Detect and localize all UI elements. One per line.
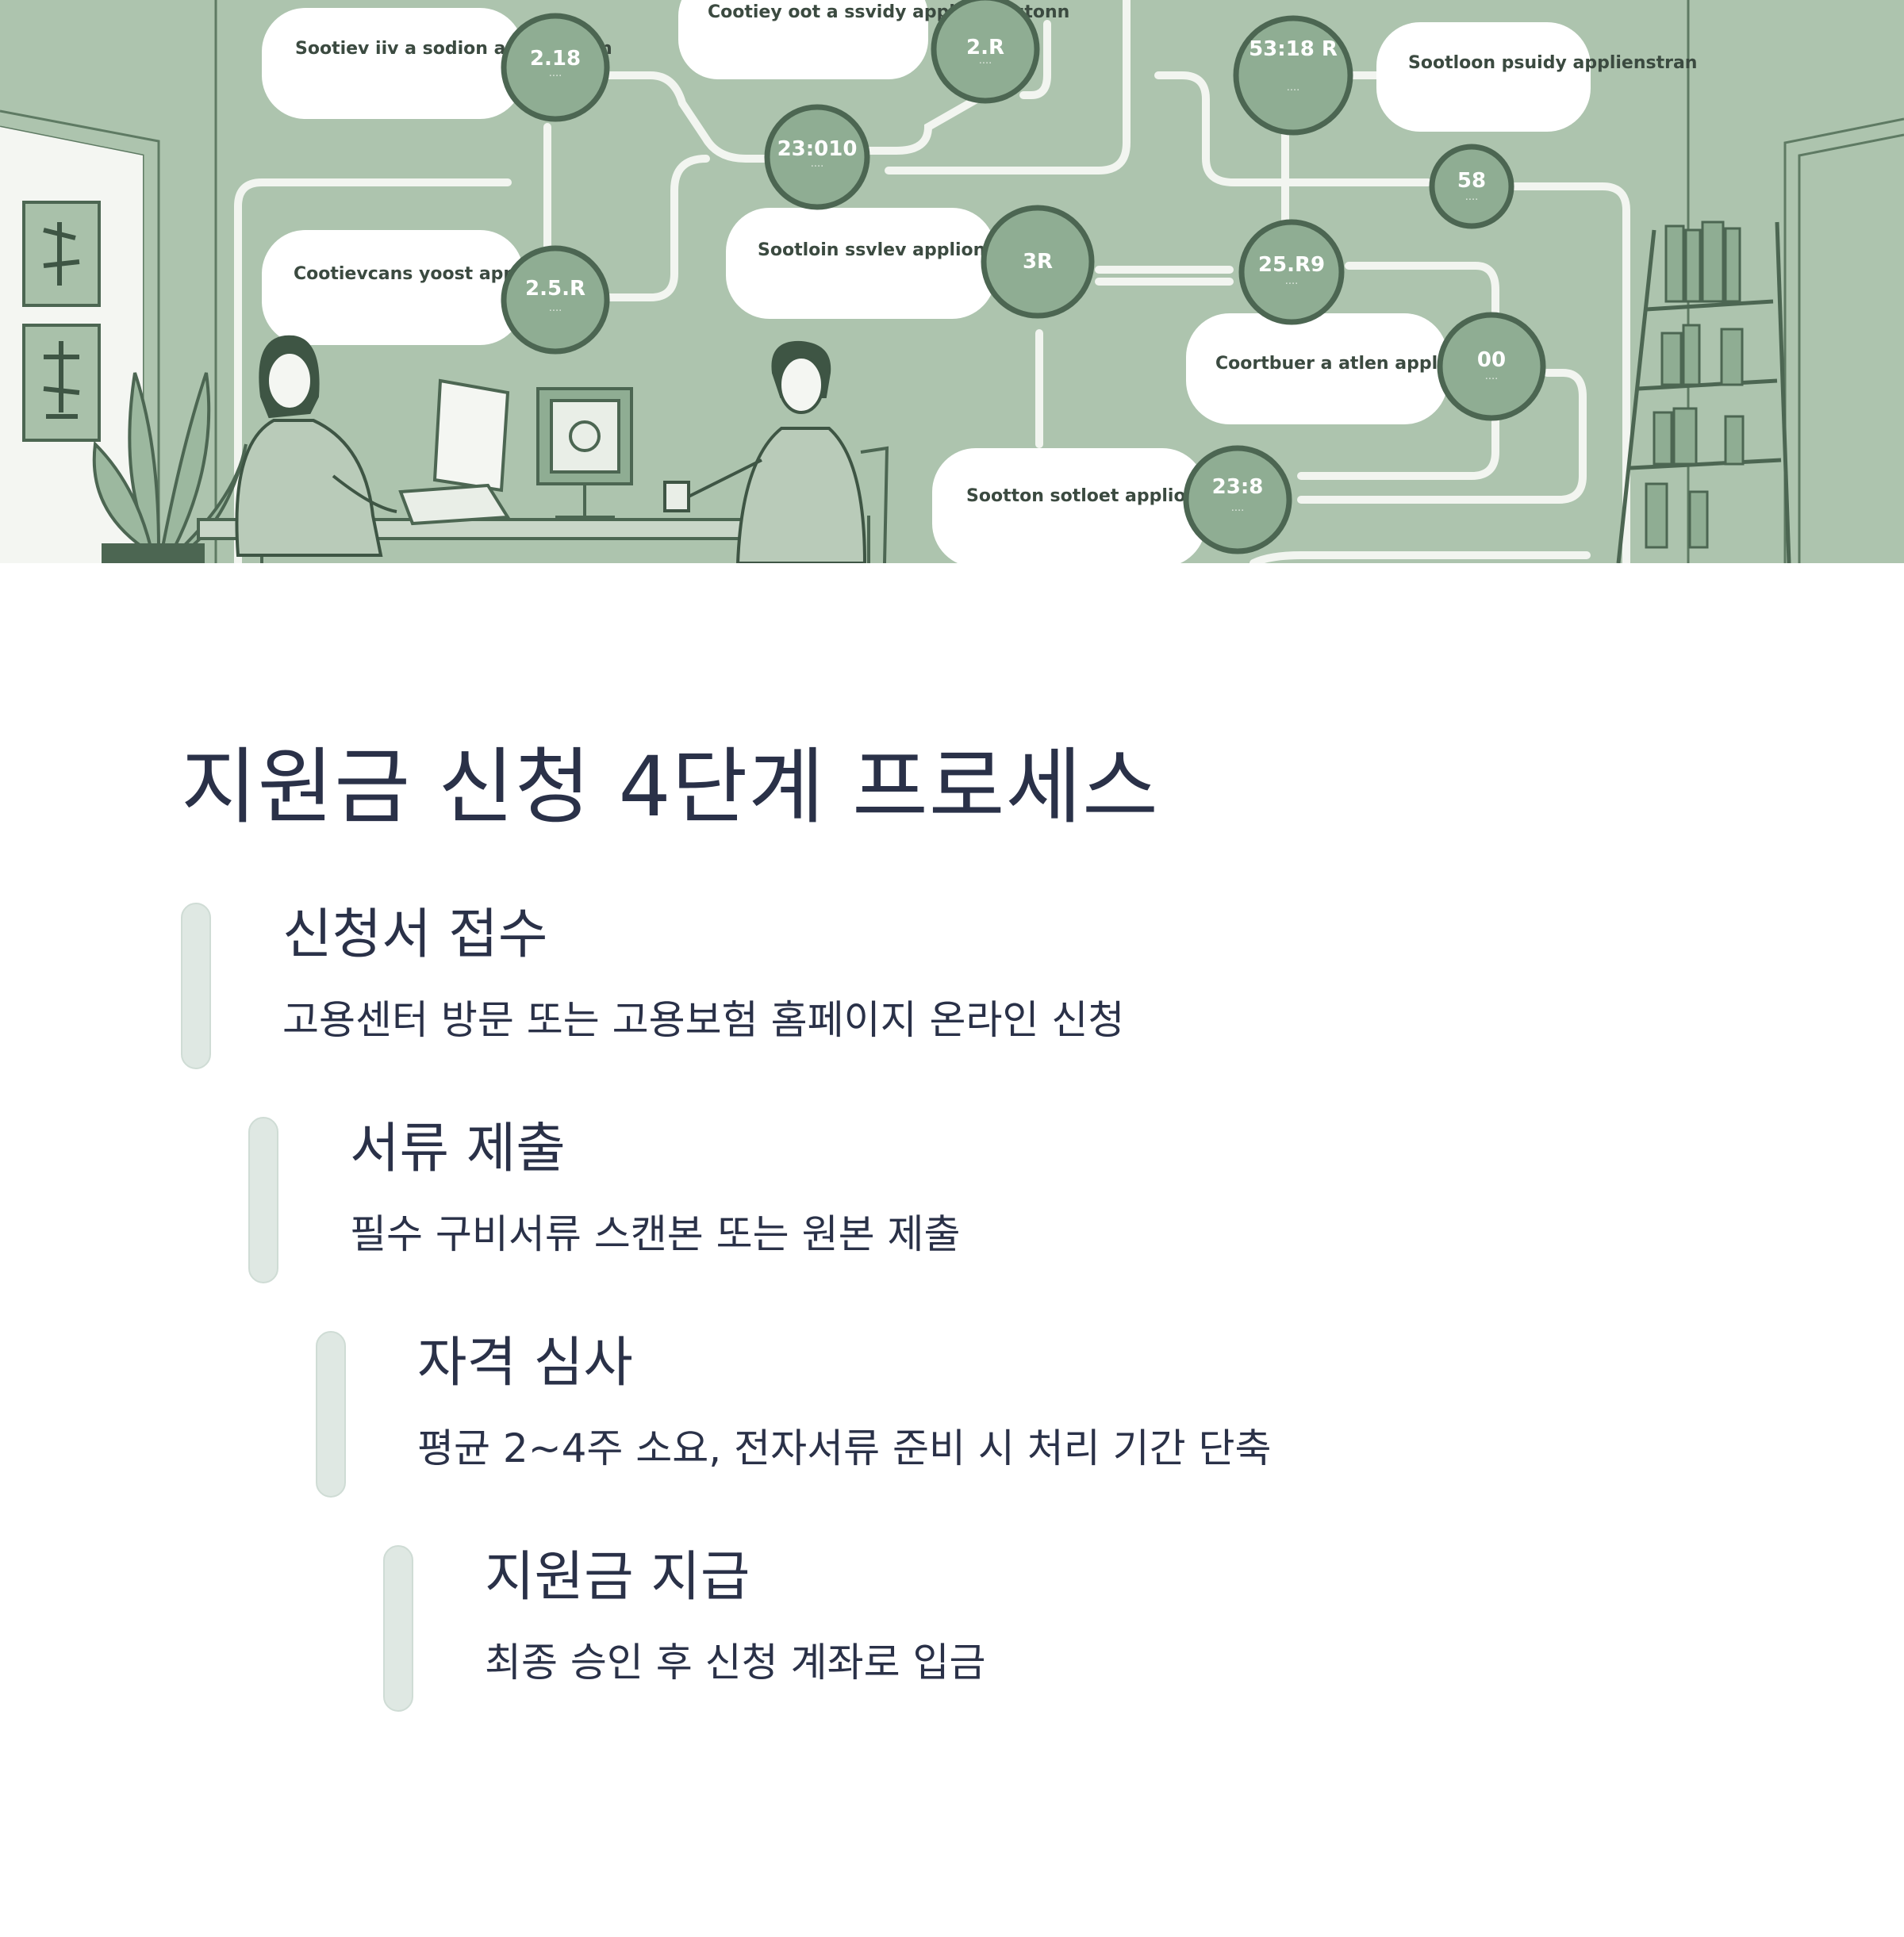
step-title: 지원금 지급 bbox=[485, 1546, 750, 1609]
step-indicator-bar bbox=[316, 1331, 346, 1498]
hero-illustration: Sootiev iiv a sodion applengiton Cootiey… bbox=[0, 0, 1904, 563]
step-3: 자격 심사 평균 2~4주 소요, 전자서류 준비 시 처리 기간 단축 bbox=[316, 1331, 1506, 1502]
step-2: 서류 제출 필수 구비서류 스캔본 또는 원본 제출 bbox=[248, 1117, 1359, 1287]
step-description: 최종 승인 후 신청 계좌로 입금 bbox=[485, 1640, 986, 1686]
svg-text:····: ···· bbox=[1231, 505, 1245, 517]
step-1: 신청서 접수 고용센터 방문 또는 고용보험 홈페이지 온라인 신청 bbox=[181, 903, 1292, 1073]
step-indicator-bar bbox=[248, 1117, 278, 1283]
svg-text:····: ···· bbox=[549, 305, 562, 317]
hero-node-label: 25.R9 bbox=[1258, 253, 1325, 277]
step-4: 지원금 지급 최종 승인 후 신청 계좌로 입금 bbox=[383, 1545, 1494, 1716]
step-indicator-bar bbox=[383, 1545, 413, 1712]
svg-text:····: ···· bbox=[1465, 194, 1479, 206]
svg-text:····: ···· bbox=[1485, 374, 1499, 385]
hero-node-label: 00 bbox=[1477, 348, 1506, 372]
step-indicator-bar bbox=[181, 903, 211, 1069]
hero-node-label: 2.R bbox=[966, 36, 1004, 59]
hero-node-label: 23:010 bbox=[777, 137, 858, 161]
step-description: 고용센터 방문 또는 고용보험 홈페이지 온라인 신청 bbox=[282, 997, 1125, 1043]
svg-text:····: ···· bbox=[979, 58, 992, 70]
hero-node-label: 58 bbox=[1457, 169, 1486, 193]
step-title: 서류 제출 bbox=[350, 1118, 566, 1180]
hero-node-label: 23:8 bbox=[1212, 475, 1264, 499]
hero-node-label: 2.5.R bbox=[525, 277, 585, 301]
step-title: 자격 심사 bbox=[417, 1332, 633, 1394]
hero-node-label: 3R bbox=[1023, 250, 1053, 274]
hero-card-text: Sootloon psuidy applienstran bbox=[1408, 53, 1697, 73]
hero-node-label: 2.18 bbox=[530, 47, 581, 71]
svg-text:····: ···· bbox=[549, 71, 562, 82]
svg-text:····: ···· bbox=[1285, 278, 1299, 290]
step-description: 평균 2~4주 소요, 전자서류 준비 시 처리 기간 단축 bbox=[417, 1425, 1272, 1471]
step-title: 신청서 접수 bbox=[282, 903, 548, 966]
page-title: 지원금 신청 4단계 프로세스 bbox=[181, 738, 1159, 835]
step-description: 필수 구비서류 스캔본 또는 원본 제출 bbox=[350, 1211, 961, 1257]
svg-text:····: ···· bbox=[811, 161, 824, 173]
hero-node-label: 53:18 R bbox=[1249, 37, 1338, 61]
svg-text:····: ···· bbox=[1287, 85, 1300, 97]
